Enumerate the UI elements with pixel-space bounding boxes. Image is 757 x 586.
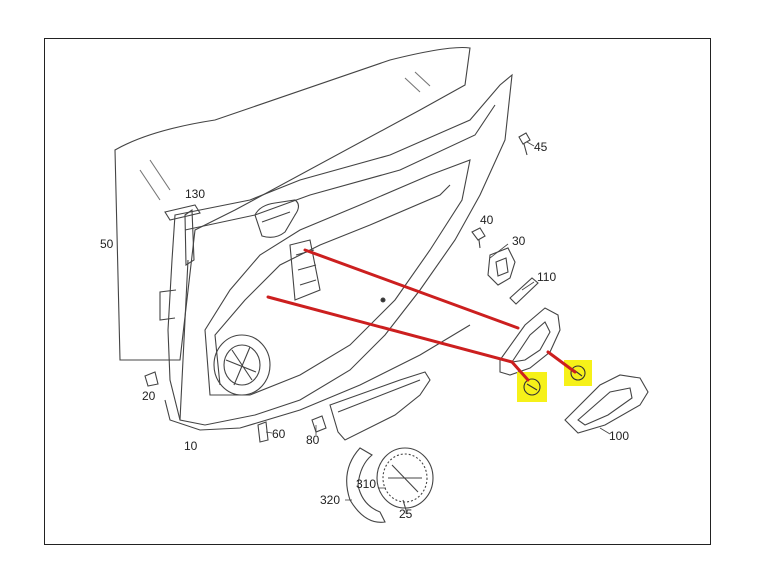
speaker-grille	[213, 334, 271, 396]
lower-cover	[329, 371, 431, 441]
callout-80: 80	[306, 433, 320, 447]
screw-45	[518, 132, 531, 156]
callout-40: 40	[480, 213, 494, 227]
diagram-frame	[44, 38, 711, 545]
screw-40	[471, 227, 486, 249]
clip-130	[164, 204, 201, 221]
callout-30: 30	[512, 234, 526, 248]
window-glass	[114, 46, 471, 361]
callout-130: 130	[185, 187, 205, 201]
red-leader-4	[510, 360, 530, 382]
callout-310: 310	[356, 477, 376, 491]
callout-20: 20	[142, 389, 156, 403]
callout-45: 45	[534, 140, 548, 154]
door-panel	[167, 73, 513, 426]
clip-20	[144, 371, 159, 387]
callout-25: 25	[399, 507, 413, 521]
bezel-cap-100	[564, 374, 649, 434]
trim-110	[509, 277, 539, 305]
pin-60	[257, 421, 269, 443]
callout-60: 60	[272, 427, 286, 441]
callout-100: 100	[609, 429, 629, 443]
callout-10: 10	[184, 439, 198, 453]
seal-320	[346, 447, 386, 523]
red-leader-3	[546, 350, 577, 374]
red-leader-1	[303, 248, 520, 330]
callout-50: 50	[100, 237, 114, 251]
clip-80	[311, 415, 327, 433]
callout-110: 110	[537, 270, 556, 284]
handle-bezel	[499, 307, 561, 376]
handle-recess	[254, 199, 300, 238]
callout-320: 320	[320, 493, 340, 507]
red-leader-2	[266, 295, 514, 364]
bracket-30	[487, 247, 516, 286]
